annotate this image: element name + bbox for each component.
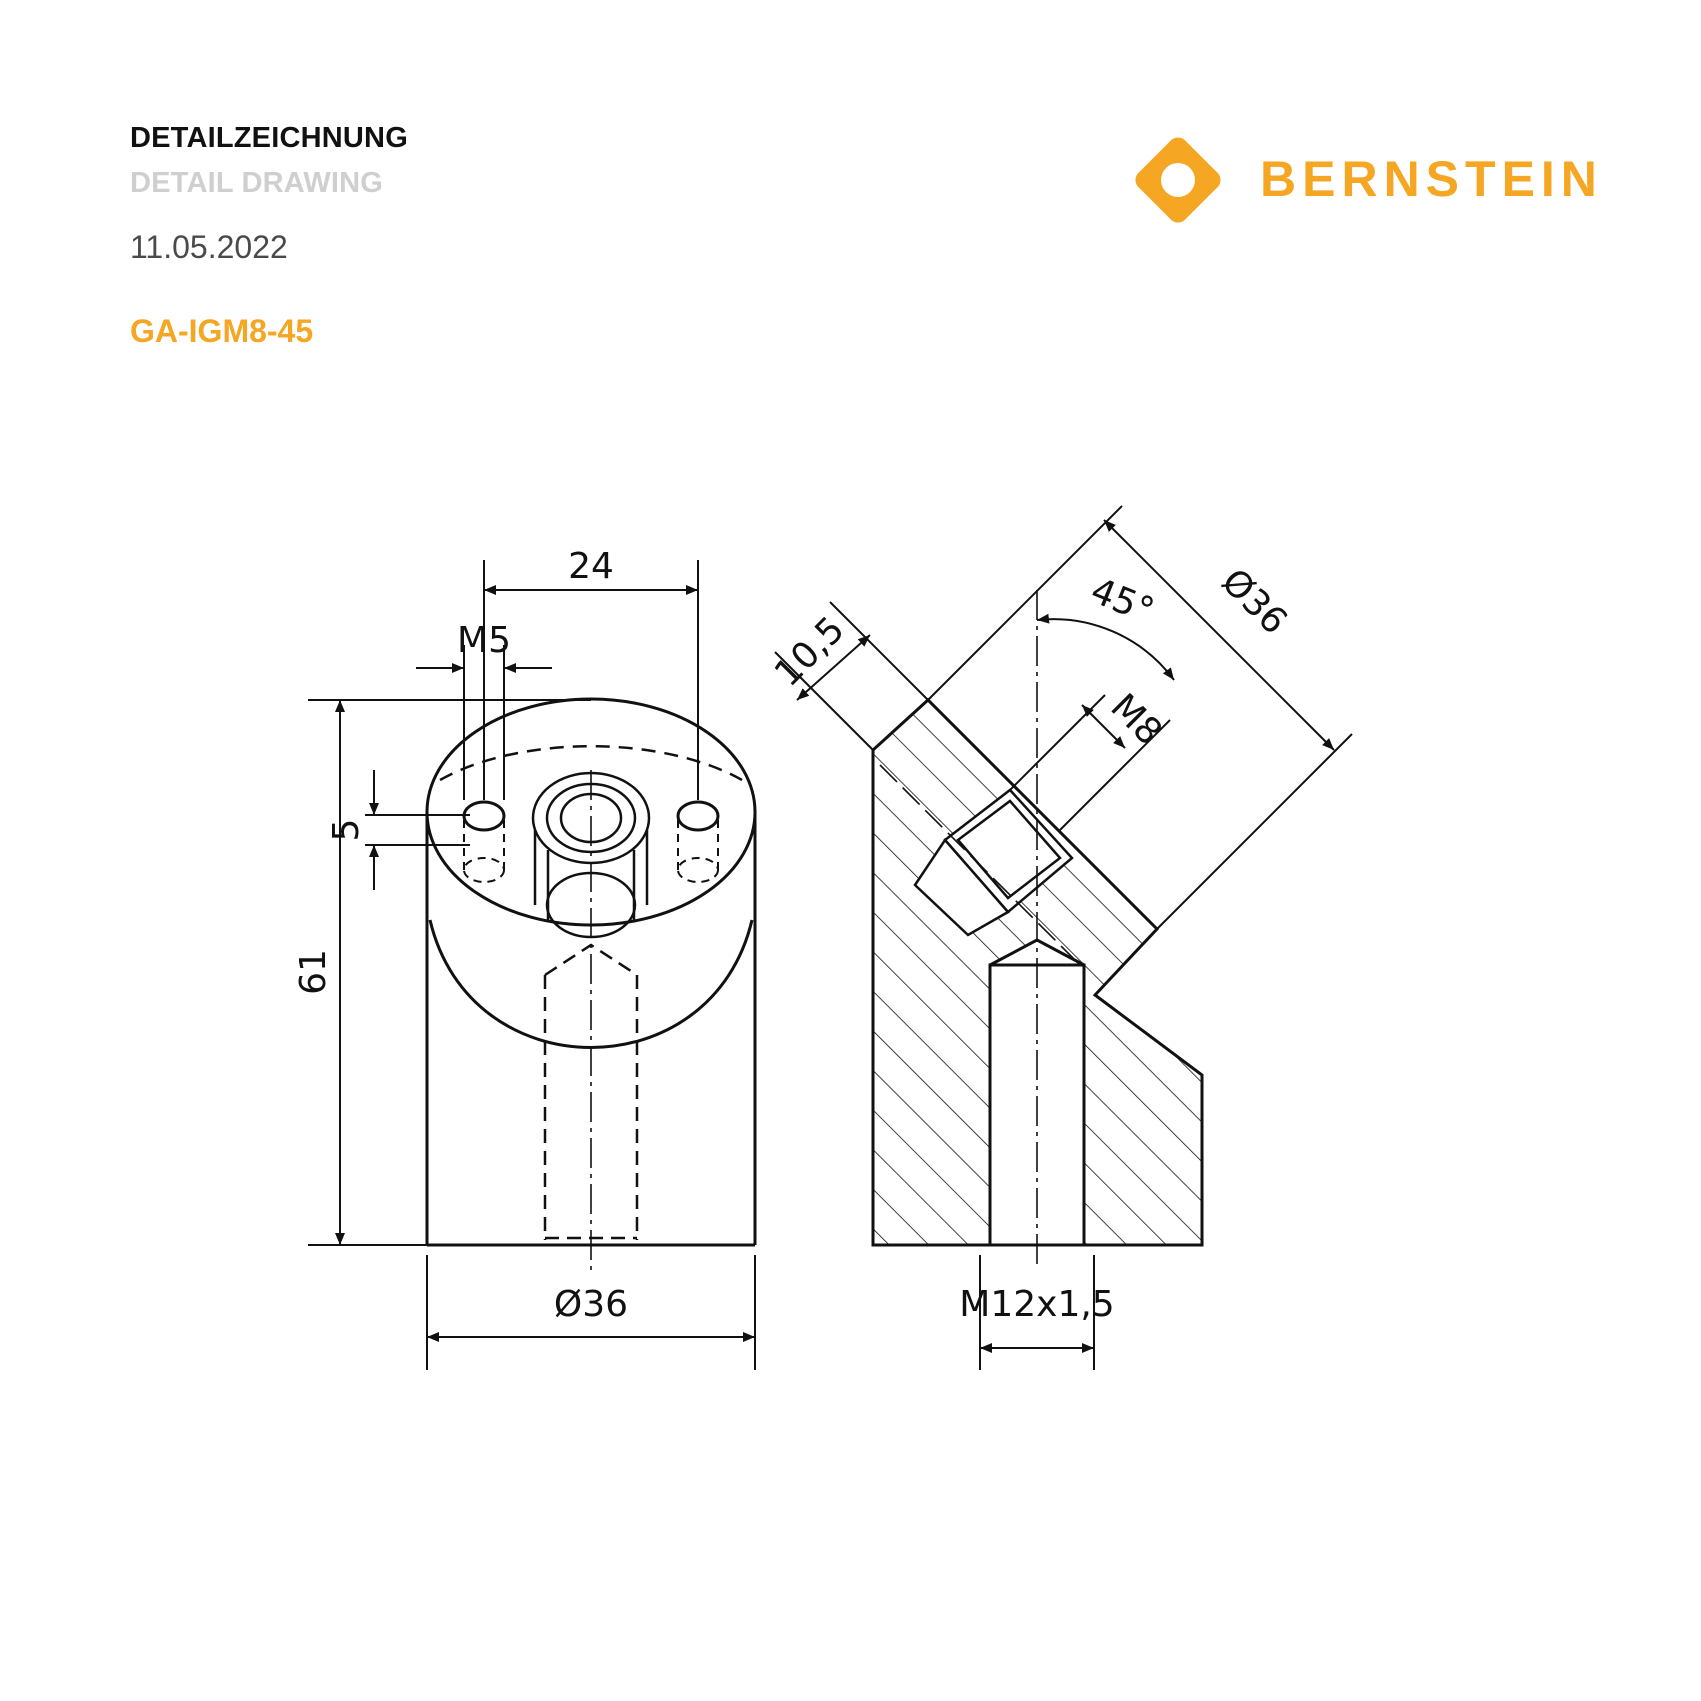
hidden-bore — [543, 943, 639, 1240]
front-view — [425, 697, 757, 1270]
dim-d36-left: Ø36 — [554, 1284, 628, 1325]
section-dimensions — [774, 505, 1353, 1370]
dim-5: 5 — [326, 819, 367, 842]
dim-m8-line — [1081, 704, 1126, 749]
dim-m8: M8 — [1103, 686, 1170, 753]
title-german: DETAILZEICHNUNG — [130, 122, 408, 154]
dim-d36-right-line — [1103, 519, 1335, 751]
diamond-logo-icon — [1135, 137, 1221, 223]
dim-10-5: 10,5 — [767, 609, 853, 695]
dim-d36-right: Ø36 — [1213, 561, 1294, 642]
drawing-date: 11.05.2022 — [130, 229, 288, 265]
m5-hole-hidden — [463, 820, 719, 883]
m5-hole-right — [676, 800, 720, 832]
dim-61: 61 — [293, 949, 334, 995]
brand-name: BERNSTEIN — [1260, 151, 1603, 207]
dim-10-5-line — [796, 634, 871, 701]
dim-m5: M5 — [457, 620, 511, 661]
m8-axis — [879, 764, 1081, 966]
title-english: DETAIL DRAWING — [130, 167, 384, 199]
dim-45-arc — [1036, 613, 1175, 681]
dim-m12: M12x1,5 — [959, 1284, 1114, 1325]
front-dimensions — [308, 560, 756, 1370]
m8-insert — [913, 788, 1074, 937]
dim-45: 45° — [1085, 570, 1160, 632]
dim-24: 24 — [568, 546, 614, 587]
part-number: GA-IGM8-45 — [130, 313, 314, 349]
section-view — [871, 590, 1204, 1265]
